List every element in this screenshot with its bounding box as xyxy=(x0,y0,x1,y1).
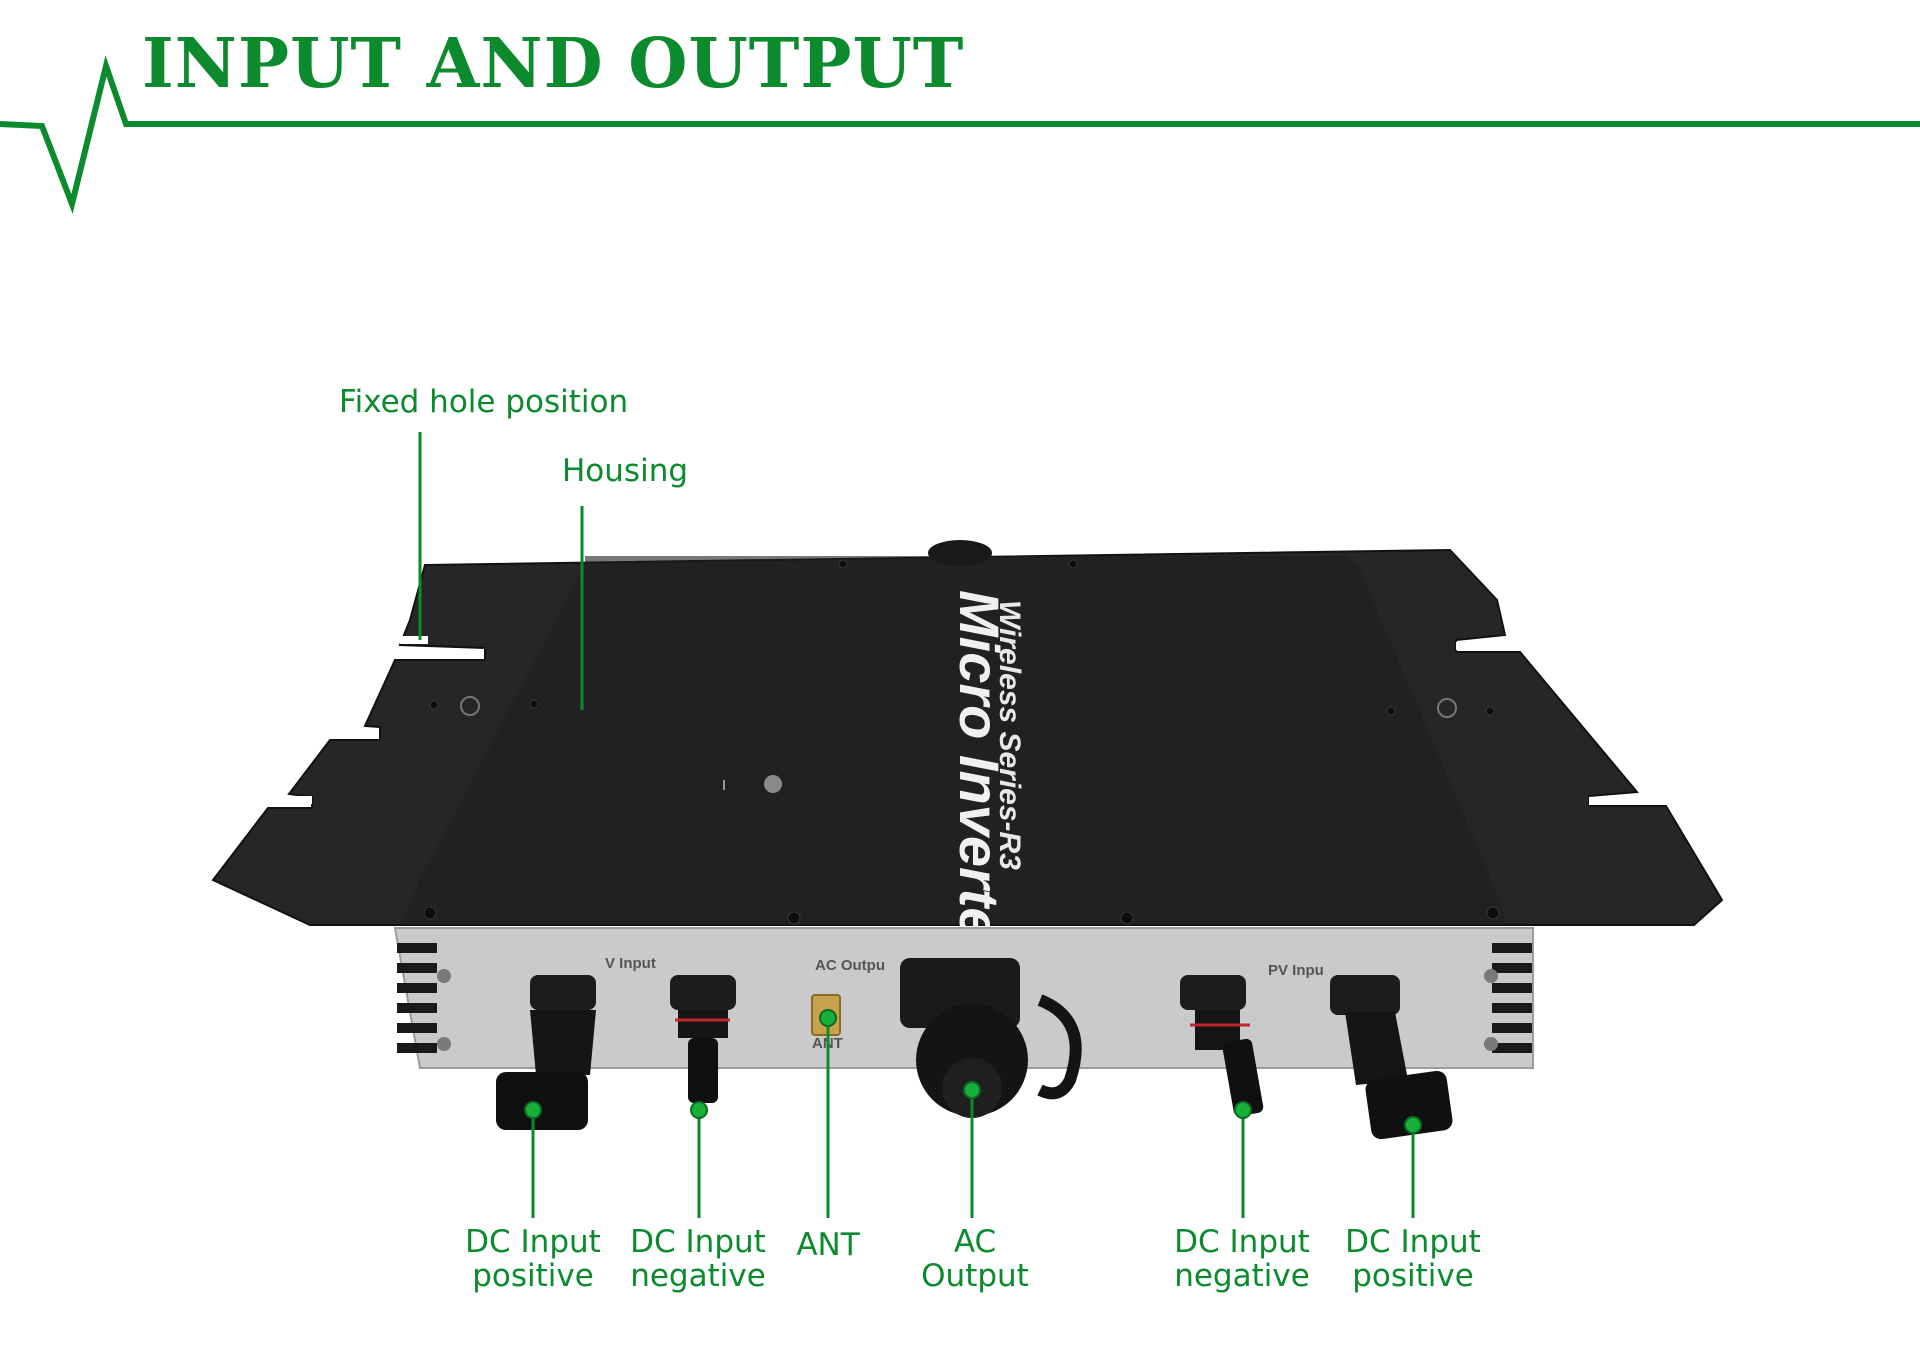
callout-line2: negative xyxy=(1174,1258,1310,1294)
callout-dc-input-negative-left: DC Input negative xyxy=(613,1225,783,1293)
callout-ant: ANT xyxy=(796,1227,860,1263)
callout-dots xyxy=(524,1009,1422,1134)
panel-pv-input-left: V Input xyxy=(605,955,656,972)
callout-housing: Housing xyxy=(562,453,689,489)
panel-pv-input-right: PV Inpu xyxy=(1268,962,1324,979)
panel-ac-output: AC Outpu xyxy=(815,957,885,974)
callout-dc-input-positive-right: DC Input positive xyxy=(1328,1225,1498,1293)
brand-line1: Wireless Series-R3 xyxy=(993,600,1026,870)
callout-fixed-hole-position: Fixed hole position xyxy=(339,384,629,420)
callout-line1: DC Input xyxy=(465,1224,601,1260)
dc-connector-negative-right xyxy=(1180,975,1264,1117)
callout-line1: DC Input xyxy=(630,1224,766,1260)
header-divider xyxy=(0,55,1920,214)
callout-dc-input-negative-right: DC Input negative xyxy=(1157,1225,1327,1293)
callout-line1: DC Input xyxy=(1174,1224,1310,1260)
mounting-plate xyxy=(211,540,1724,926)
page-title: INPUT AND OUTPUT xyxy=(142,24,965,104)
callout-line1: AC xyxy=(953,1224,997,1260)
brand-marking: Wireless Series-R3 Micro Inverter xyxy=(948,590,1026,964)
callout-lines xyxy=(418,432,1415,1218)
callout-dc-input-positive-left: DC Input positive xyxy=(448,1225,618,1293)
callout-ac-output: AC Output xyxy=(895,1225,1055,1293)
callout-line2: positive xyxy=(472,1258,594,1294)
callout-line1: DC Input xyxy=(1345,1224,1481,1260)
dc-connector-positive-left xyxy=(496,975,596,1130)
dc-connector-positive-right xyxy=(1330,975,1453,1140)
callout-line2: negative xyxy=(630,1258,766,1294)
dc-connector-negative-left xyxy=(670,975,736,1103)
callout-line2: Output xyxy=(921,1258,1029,1294)
brand-line2: Micro Inverter xyxy=(948,590,1011,964)
callout-line2: positive xyxy=(1352,1258,1474,1294)
